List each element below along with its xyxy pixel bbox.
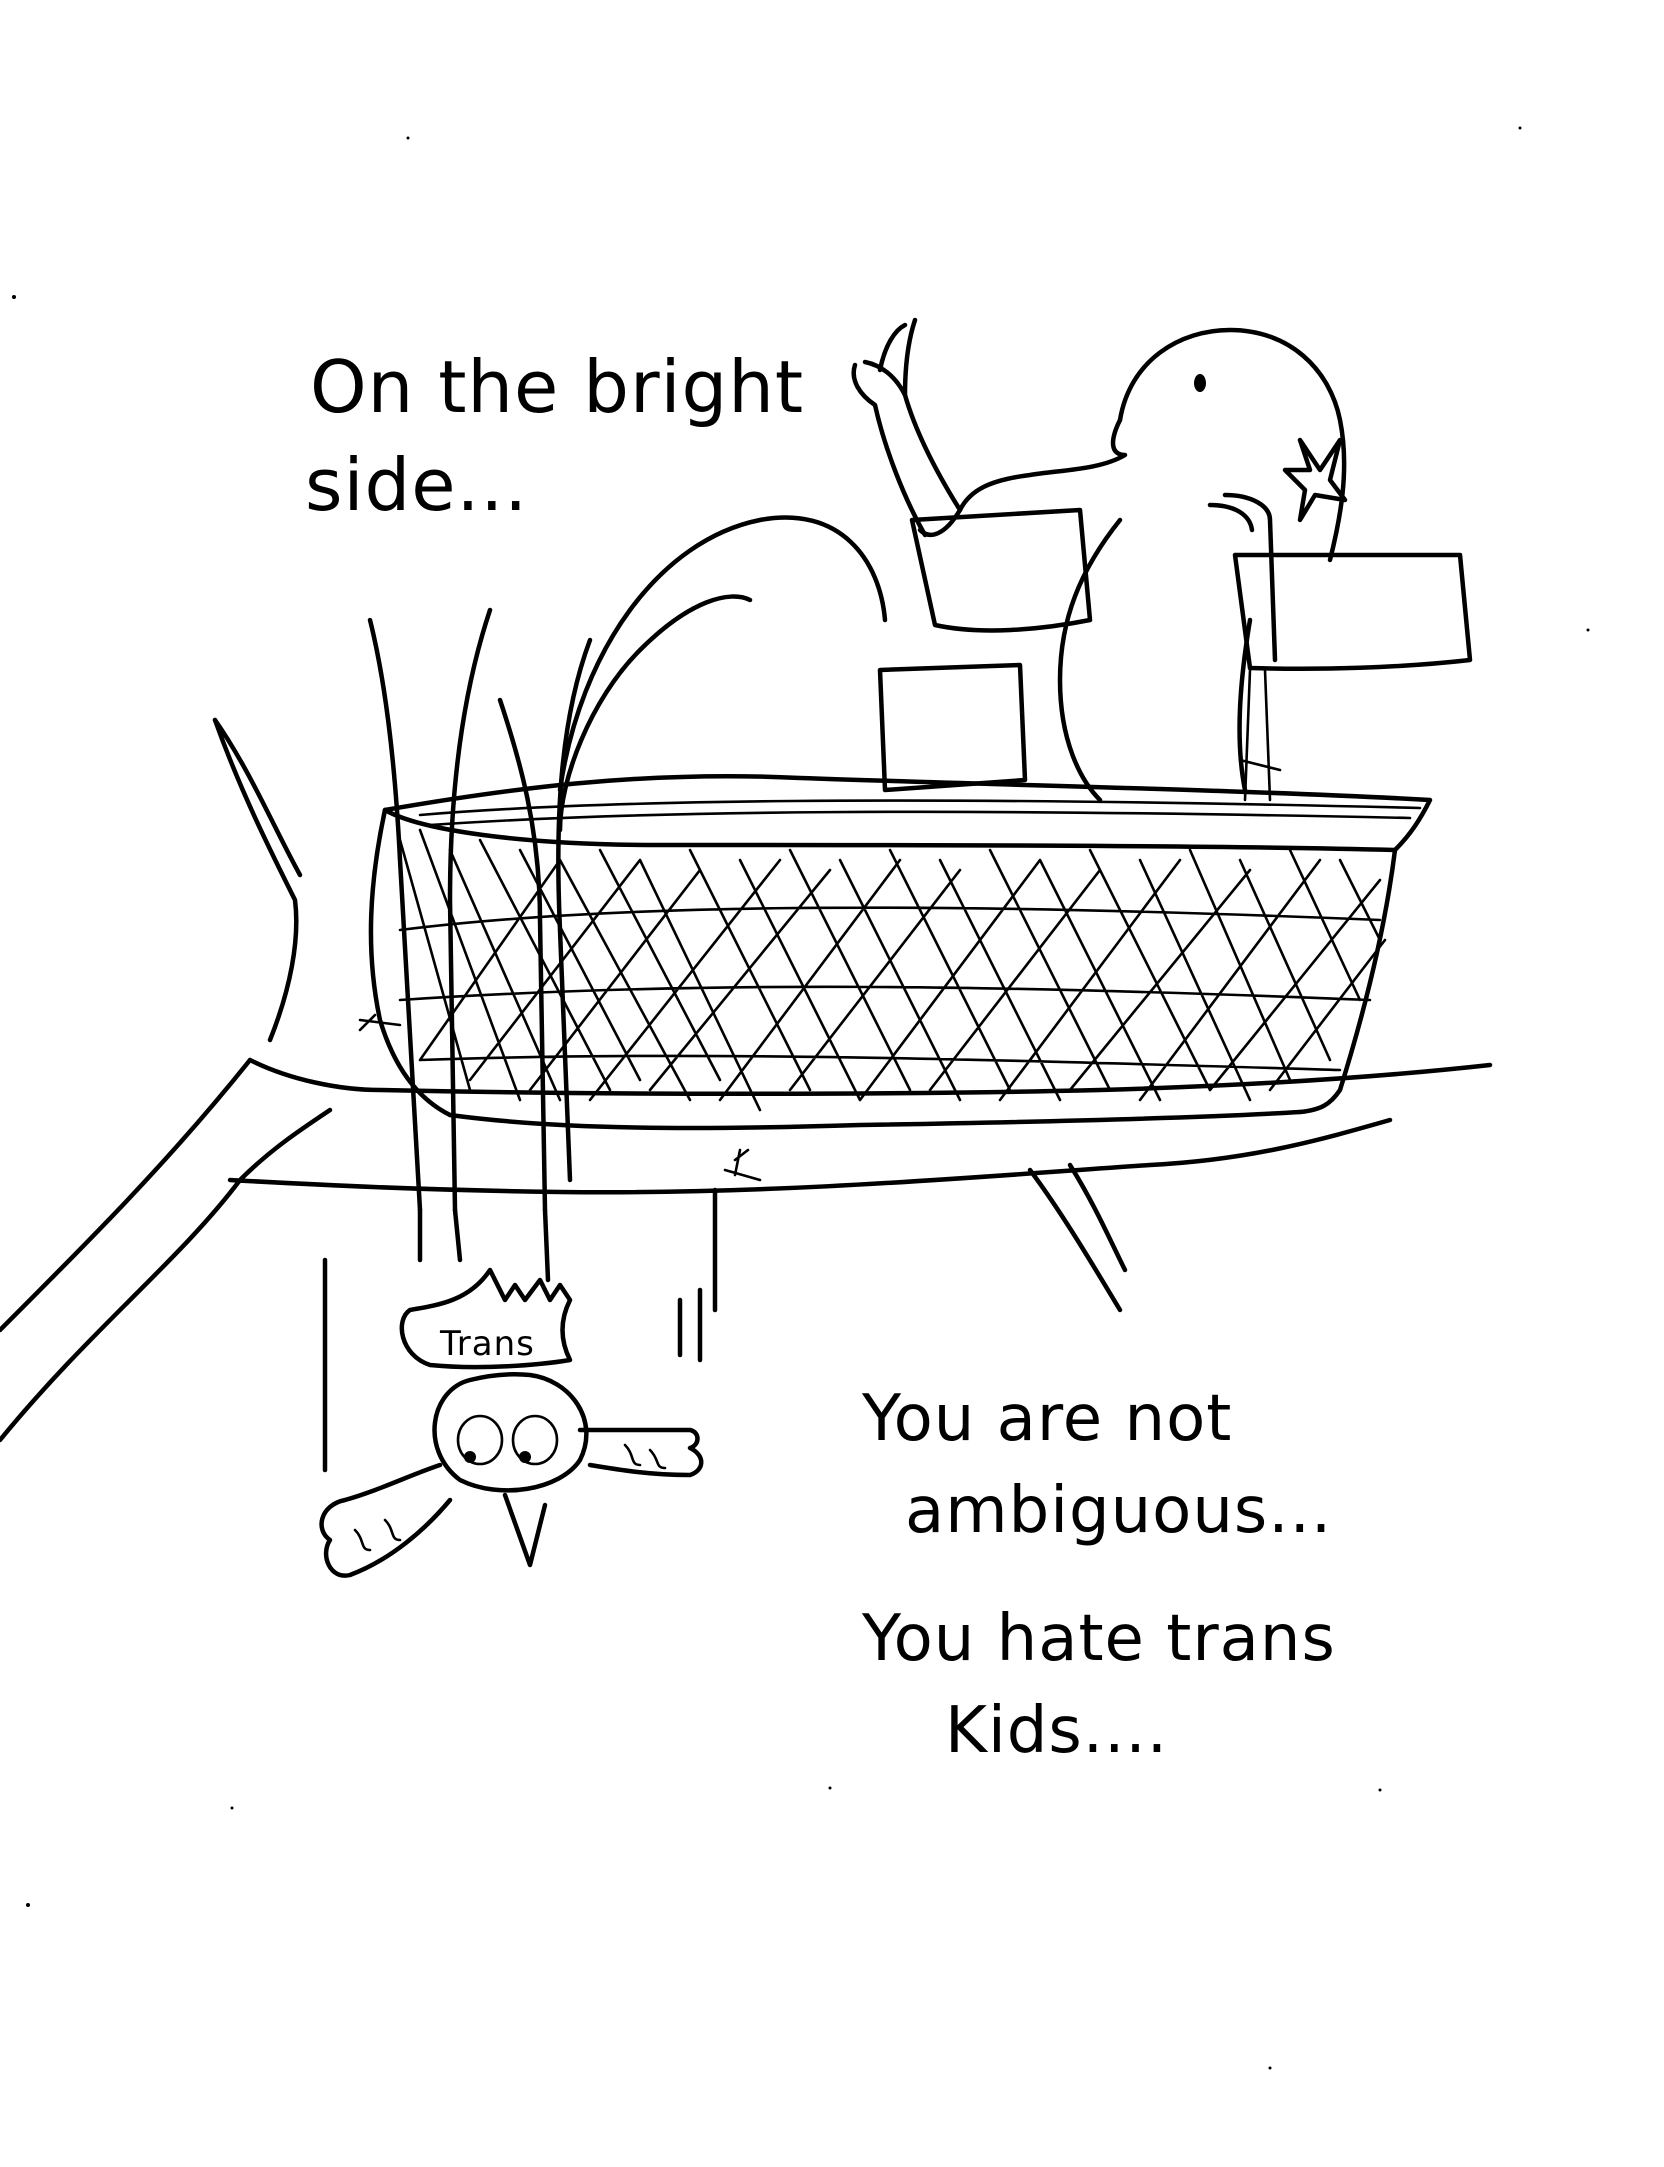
caption-right-line1: You are not (861, 1382, 1232, 1456)
caption-right-line2: ambiguous... (905, 1474, 1332, 1548)
small-bird: Trans (319, 1267, 704, 1578)
small-bird-right-eye (511, 1414, 559, 1466)
nest (368, 773, 1433, 1131)
tree-branch (0, 717, 1493, 1443)
big-bird-eye (1194, 374, 1206, 392)
small-bird-left-eye (456, 1414, 504, 1466)
caption-top-line1: On the bright (310, 345, 804, 429)
right-caption: You are not ambiguous... You hate trans … (861, 1382, 1336, 1768)
top-caption: On the bright side... (305, 345, 804, 527)
hanging-strings (322, 607, 718, 1473)
caption-right-line4: Kids.... (945, 1694, 1168, 1768)
caption-top-line2: side... (305, 443, 528, 527)
caption-right-line3: You hate trans (861, 1602, 1336, 1676)
small-bird-label: Trans (439, 1324, 535, 1364)
paper-specks (12, 126, 1590, 2070)
big-bird (557, 317, 1473, 833)
